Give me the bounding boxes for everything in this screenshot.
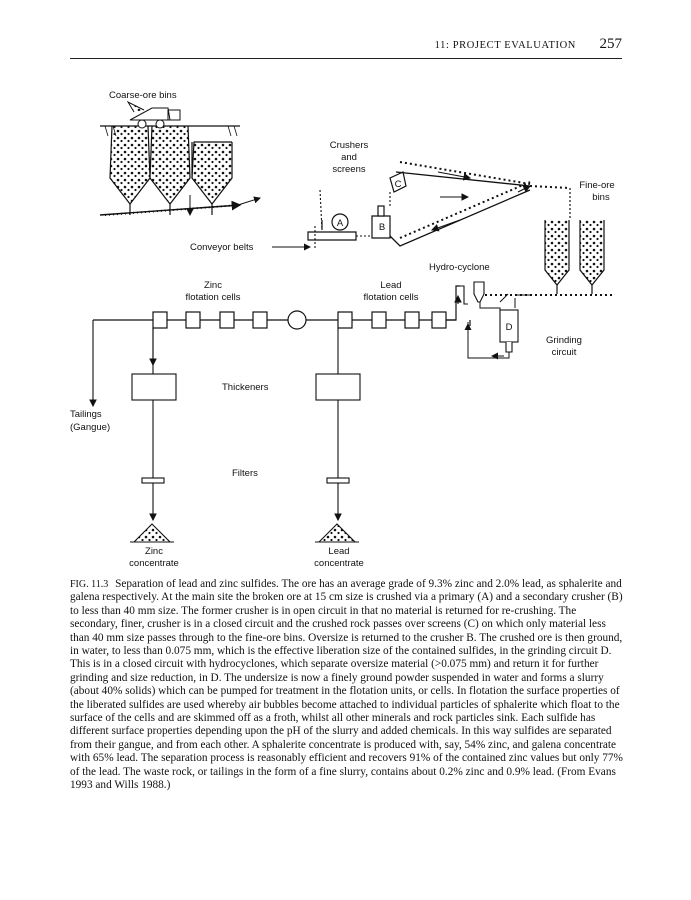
screen-c-label: C bbox=[395, 179, 402, 190]
filters-label: Filters bbox=[232, 468, 258, 479]
hydro-cyclone-label: Hydro-cyclone bbox=[429, 262, 490, 273]
zinc-flotation-cell bbox=[185, 311, 201, 329]
flotation-line bbox=[93, 285, 471, 330]
lead-flotation-label-2: flotation cells bbox=[364, 292, 419, 303]
fine-ore-bins bbox=[480, 188, 615, 296]
crushers-label-2: and bbox=[341, 152, 357, 163]
tailings-label-2: (Gangue) bbox=[70, 422, 110, 433]
grinding-circuit-label-2: circuit bbox=[552, 347, 577, 358]
crushers-label-1: Crushers bbox=[330, 140, 369, 151]
lead-flotation-cell bbox=[371, 311, 387, 329]
lead-flotation-cell bbox=[404, 311, 420, 329]
zinc-concentrate-label-2: concentrate bbox=[129, 558, 179, 569]
tailings-label-1: Tailings bbox=[70, 409, 102, 420]
zinc-flotation-label-2: flotation cells bbox=[186, 292, 241, 303]
figure-caption: FIG. 11.3 Separation of lead and zinc su… bbox=[70, 578, 625, 793]
page-number: 257 bbox=[599, 36, 623, 52]
grinding-d-label: D bbox=[506, 322, 513, 333]
zinc-flotation-cell bbox=[219, 311, 235, 329]
zinc-flotation-cell bbox=[152, 311, 168, 329]
hydro-cyclone bbox=[454, 281, 485, 305]
flowsheet-figure: Coarse-ore bins Conveyor belts Crushers … bbox=[60, 80, 630, 580]
running-header: 11: PROJECT EVALUATION 257 bbox=[70, 36, 622, 59]
zinc-thickener bbox=[131, 373, 177, 401]
fine-ore-bins-label-2: bins bbox=[592, 192, 610, 203]
lead-concentrate-label-2: concentrate bbox=[314, 558, 364, 569]
crusher-b-label: B bbox=[379, 222, 385, 233]
dump-truck-icon bbox=[126, 100, 181, 129]
zinc-flotation-label-1: Zinc bbox=[204, 280, 222, 291]
lead-thickener bbox=[315, 373, 361, 401]
section-title: 11: PROJECT EVALUATION bbox=[434, 40, 576, 51]
zinc-filter bbox=[141, 477, 165, 484]
screen-c bbox=[389, 171, 407, 193]
zinc-flotation-cell bbox=[252, 311, 268, 329]
conditioning-tank bbox=[287, 310, 307, 330]
zinc-concentrate-pile bbox=[132, 523, 172, 543]
thickeners-label: Thickeners bbox=[222, 382, 269, 393]
lead-flotation-cell bbox=[431, 311, 447, 329]
crusher-b bbox=[371, 205, 391, 239]
fine-ore-bins-label-1: Fine-ore bbox=[579, 180, 614, 191]
lead-concentrate-train bbox=[315, 328, 361, 543]
lead-concentrate-label-1: Lead bbox=[328, 546, 349, 557]
lead-flotation-label-1: Lead bbox=[380, 280, 401, 291]
figure-number: FIG. 11.3 bbox=[70, 579, 109, 590]
grinding-circuit-flows bbox=[464, 293, 530, 360]
zinc-concentrate-label-1: Zinc bbox=[145, 546, 163, 557]
conveyor-belt-1 bbox=[99, 195, 261, 216]
grinding-circuit-label-1: Grinding bbox=[546, 335, 582, 346]
crusher-a bbox=[307, 213, 357, 241]
conveyor-belts-label: Conveyor belts bbox=[190, 242, 254, 253]
crushing-circuit-flows bbox=[314, 161, 571, 248]
crusher-a-label: A bbox=[337, 218, 344, 229]
coarse-ore-bins bbox=[100, 125, 240, 215]
lead-concentrate-pile bbox=[317, 523, 357, 543]
coarse-ore-bins-label: Coarse-ore bins bbox=[109, 90, 177, 101]
flowsheet-diagram: Coarse-ore bins Conveyor belts Crushers … bbox=[70, 90, 615, 569]
crushers-label-3: screens bbox=[332, 164, 366, 175]
caption-text: Separation of lead and zinc sulfides. Th… bbox=[70, 578, 623, 792]
lead-flotation-cell bbox=[337, 311, 353, 329]
lead-filter bbox=[326, 477, 350, 484]
zinc-concentrate-train bbox=[130, 328, 177, 543]
grinding-mill-d bbox=[499, 309, 519, 353]
